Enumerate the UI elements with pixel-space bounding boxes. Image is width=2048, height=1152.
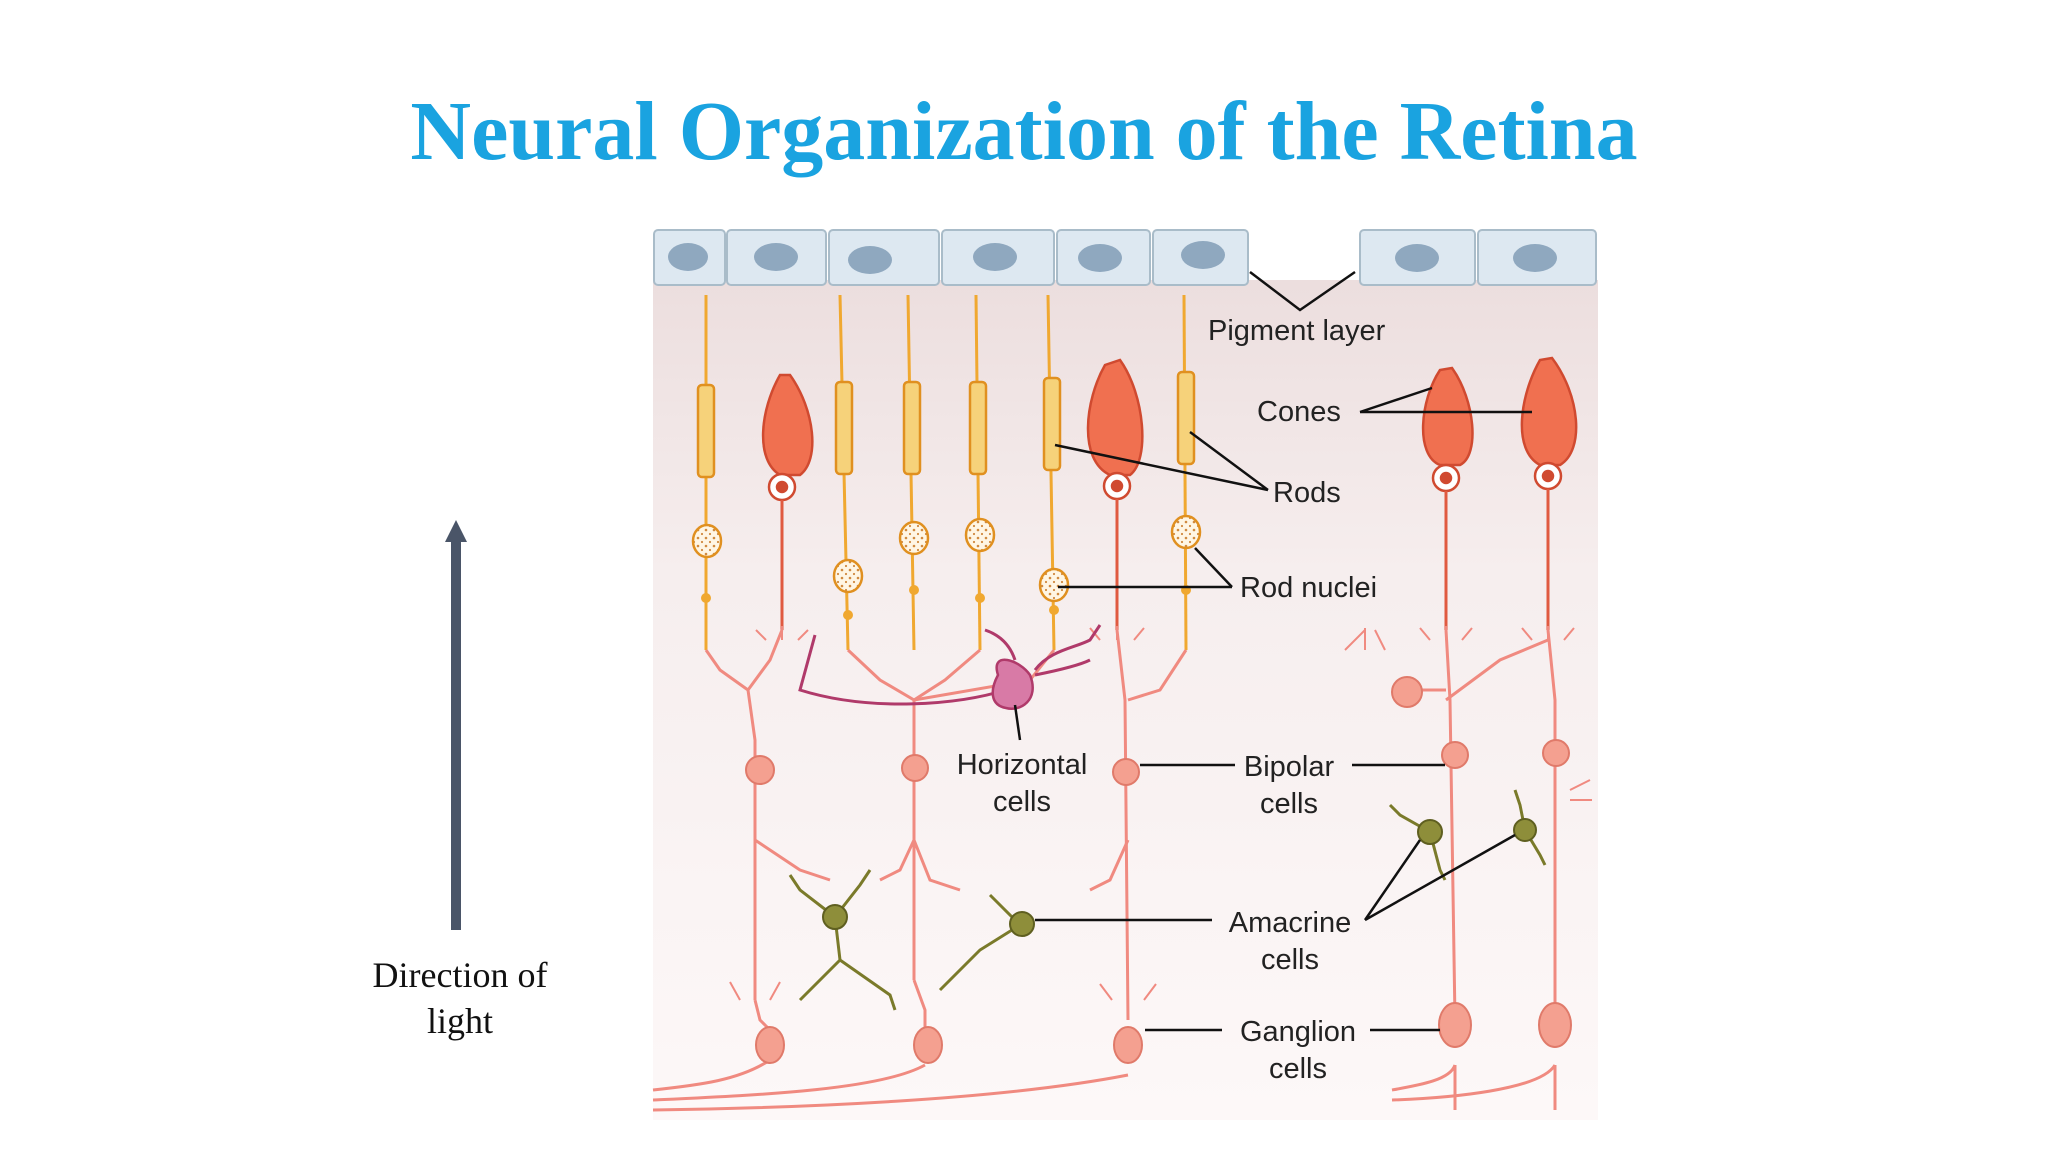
cones-group bbox=[761, 356, 1578, 630]
horizontal-leader bbox=[1013, 704, 1022, 741]
pigment-nucleus bbox=[1513, 244, 1557, 272]
label-amacrine-cells-line1: Amacrine bbox=[1229, 907, 1352, 939]
label-bipolar-cells-line2: cells bbox=[1260, 788, 1318, 820]
pigment-nucleus bbox=[973, 243, 1017, 271]
direction-label-line1: Direction of bbox=[372, 955, 548, 995]
pigment-nucleus bbox=[754, 243, 798, 271]
amacrine-cell-body bbox=[1417, 819, 1443, 845]
cones-leader bbox=[1359, 386, 1532, 414]
ganglion-cell-body bbox=[1538, 1002, 1572, 1048]
cone bbox=[1520, 356, 1578, 630]
rod-nucleus bbox=[898, 520, 930, 556]
rod-synapse-dots bbox=[701, 585, 1191, 620]
ganglion-cell-body bbox=[1113, 1026, 1143, 1064]
bipolar-cell-body bbox=[1391, 676, 1423, 708]
cone bbox=[1421, 366, 1474, 630]
label-bipolar-cells-line1: Bipolar bbox=[1244, 751, 1335, 783]
rod-outer-segment bbox=[968, 380, 988, 476]
ganglion-cell-body bbox=[913, 1026, 943, 1064]
horizontal-cell bbox=[798, 624, 1102, 706]
amacrine-cell-body bbox=[822, 904, 848, 930]
bipolar-cell-body bbox=[1441, 741, 1469, 769]
rod-nucleus bbox=[832, 558, 864, 594]
direction-label-line2: light bbox=[426, 1001, 493, 1041]
pigment-nucleus bbox=[1078, 244, 1122, 272]
rod-outer-segment bbox=[1042, 376, 1062, 472]
pigment-leader bbox=[1249, 270, 1356, 312]
leader-lines bbox=[1013, 270, 1532, 1032]
label-horizontal-cells-line1: Horizontal bbox=[957, 749, 1088, 781]
rod-nucleus bbox=[964, 517, 996, 553]
amacrine-cell-body bbox=[1513, 818, 1537, 842]
arrow-shaft bbox=[451, 538, 461, 930]
amacrine-leader bbox=[1035, 833, 1516, 922]
label-horizontal-cells-line2: cells bbox=[993, 786, 1051, 818]
label-ganglion-cells-line2: cells bbox=[1269, 1053, 1327, 1085]
amacrine-cell-body bbox=[1009, 911, 1035, 937]
label-rods: Rods bbox=[1273, 477, 1341, 509]
cone bbox=[1086, 358, 1144, 630]
rod-nuclei-group bbox=[691, 514, 1202, 603]
rod-nucleus bbox=[1170, 514, 1202, 550]
pigment-nucleus bbox=[1181, 241, 1225, 269]
pigment-nucleus bbox=[668, 243, 708, 271]
bipolar-cell-body bbox=[1112, 758, 1140, 786]
rod-nuclei-leader bbox=[1058, 547, 1233, 589]
slide-title: Neural Organization of the Retina bbox=[410, 85, 1638, 178]
cone bbox=[761, 373, 814, 630]
label-rod-nuclei: Rod nuclei bbox=[1240, 572, 1377, 604]
rods-leader bbox=[1054, 430, 1269, 492]
arrow-head bbox=[445, 520, 467, 542]
bipolar-cell-body bbox=[1542, 739, 1570, 767]
rod-outer-segment bbox=[1176, 370, 1196, 466]
label-amacrine-cells-line2: cells bbox=[1261, 944, 1319, 976]
bipolar-cell-body bbox=[745, 755, 775, 785]
rod-nucleus bbox=[691, 523, 723, 559]
rod-outer-segments bbox=[696, 370, 1196, 479]
label-ganglion-cells-line1: Ganglion bbox=[1240, 1016, 1356, 1048]
rod-nucleus bbox=[1038, 567, 1070, 603]
ganglion-cells bbox=[755, 1002, 1572, 1064]
rod-outer-segment bbox=[902, 380, 922, 476]
rod-outer-segment bbox=[696, 383, 716, 479]
dendrite-tufts bbox=[729, 626, 1592, 1001]
label-cones: Cones bbox=[1257, 396, 1341, 428]
ganglion-cell-body bbox=[755, 1026, 785, 1064]
pigment-nucleus bbox=[1395, 244, 1439, 272]
amacrine-cell-bodies bbox=[822, 818, 1537, 937]
neuron-connections bbox=[652, 629, 1557, 1112]
ganglion-cell-body bbox=[1438, 1002, 1472, 1048]
direction-arrow-icon bbox=[445, 520, 467, 930]
pigment-nuclei bbox=[668, 241, 1557, 274]
bipolar-cell-body bbox=[901, 754, 929, 782]
pigment-nucleus bbox=[848, 246, 892, 274]
horizontal-cell-body bbox=[991, 658, 1034, 710]
direction-of-light-label: Direction of light bbox=[330, 952, 590, 1044]
rod-outer-segment bbox=[834, 380, 854, 476]
bipolar-cells bbox=[745, 676, 1570, 786]
label-pigment-layer: Pigment layer bbox=[1208, 315, 1386, 347]
